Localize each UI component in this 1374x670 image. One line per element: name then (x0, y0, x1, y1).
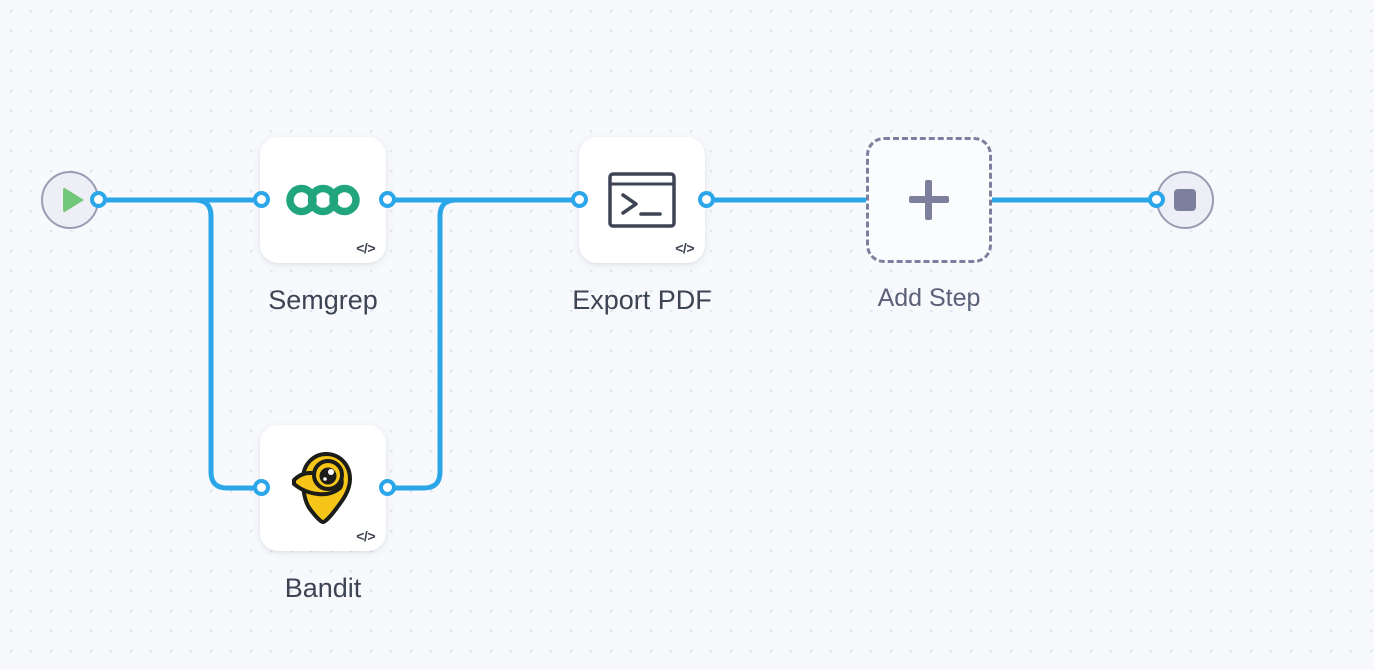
code-badge: </> (356, 240, 375, 256)
add-step-node[interactable] (866, 137, 992, 263)
step-node-bandit[interactable]: </> (260, 425, 386, 551)
port-bandit-input[interactable] (253, 479, 270, 496)
bandit-logo-icon (292, 452, 352, 524)
play-icon (63, 187, 84, 213)
port-semgrep-output[interactable] (379, 191, 396, 208)
step-label-export-pdf: Export PDF (572, 285, 712, 315)
plus-icon (909, 180, 949, 220)
code-badge: </> (675, 240, 694, 256)
step-node-semgrep[interactable]: </> (260, 137, 386, 263)
port-end-input[interactable] (1148, 191, 1165, 208)
port-bandit-output[interactable] (379, 479, 396, 496)
terminal-icon (608, 172, 676, 228)
step-label-semgrep: Semgrep (268, 285, 378, 315)
port-start-output[interactable] (90, 191, 107, 208)
semgrep-logo-icon (286, 184, 360, 216)
edge-start-to-bandit (96, 197, 264, 491)
port-export-pdf-input[interactable] (571, 191, 588, 208)
port-export-pdf-output[interactable] (698, 191, 715, 208)
edge-bandit-to-exportpdf (384, 197, 582, 491)
stop-icon (1174, 189, 1196, 211)
add-step-label: Add Step (877, 284, 981, 312)
start-node[interactable] (41, 171, 99, 229)
step-label-bandit: Bandit (284, 573, 362, 603)
step-node-export-pdf[interactable]: </> (579, 137, 705, 263)
port-semgrep-input[interactable] (253, 191, 270, 208)
code-badge: </> (356, 528, 375, 544)
